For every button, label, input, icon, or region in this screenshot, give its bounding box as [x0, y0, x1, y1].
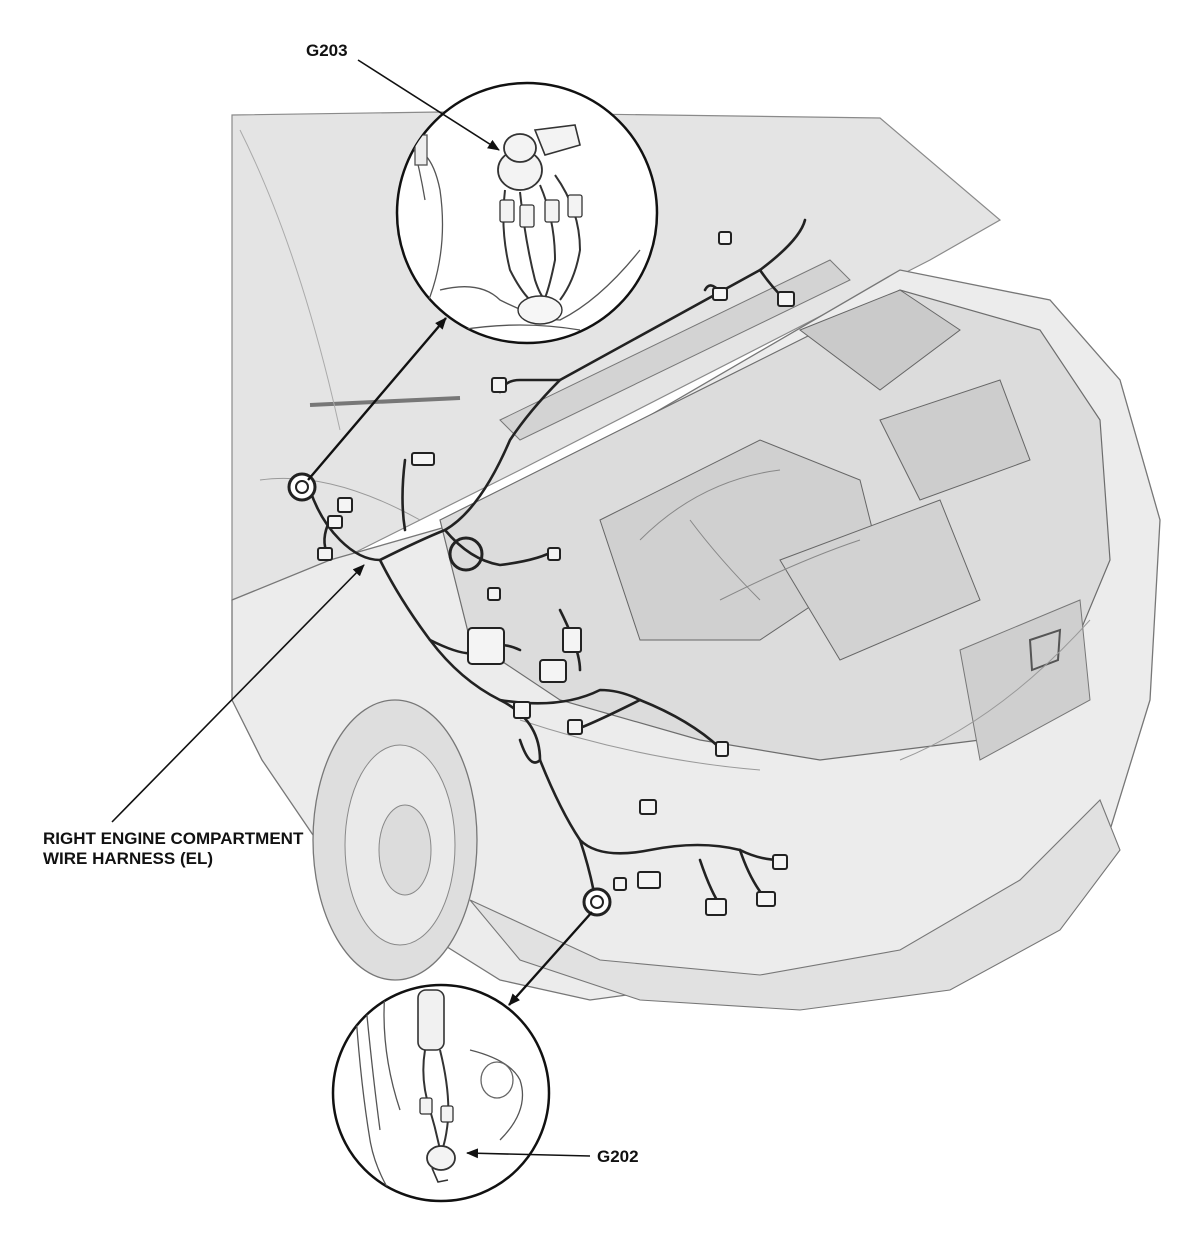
g202-detail-view: [331, 983, 551, 1203]
g203-leader: [357, 59, 500, 151]
connector: [637, 871, 661, 889]
g203-detail-arrow: [307, 317, 447, 481]
connector: [639, 799, 657, 815]
connector: [756, 891, 776, 907]
g202-leader: [466, 1148, 591, 1159]
connector-relay: [467, 627, 505, 665]
connector: [562, 627, 582, 653]
grommet-marker: [448, 536, 484, 572]
connector: [317, 547, 333, 561]
connector: [715, 741, 729, 757]
connector: [772, 854, 788, 870]
harness-label-line1: RIGHT ENGINE COMPARTMENT: [43, 829, 304, 848]
connector: [327, 515, 343, 529]
g202-label: G202: [597, 1147, 639, 1166]
connector: [411, 452, 435, 466]
leader-lines: [111, 59, 593, 1159]
connector: [513, 701, 531, 719]
harness-label-line2: WIRE HARNESS (EL): [43, 849, 213, 868]
vehicle-body: [231, 111, 1161, 1011]
connector: [777, 291, 795, 307]
connector: [718, 231, 732, 245]
connector: [539, 659, 567, 683]
ground-point-g202-marker: [582, 887, 612, 917]
ground-point-markers: [287, 472, 612, 917]
connector: [613, 877, 627, 891]
g202-detail-arrow: [508, 911, 593, 1006]
connector: [712, 287, 728, 301]
connector: [337, 497, 353, 513]
connector: [491, 377, 507, 393]
g203-label: G203: [306, 41, 348, 60]
connector: [487, 587, 501, 601]
connector: [705, 898, 727, 916]
connector: [567, 719, 583, 735]
ground-point-g203-marker: [287, 472, 317, 502]
connector: [547, 547, 561, 561]
harness-label: RIGHT ENGINE COMPARTMENT WIRE HARNESS (E…: [43, 829, 303, 869]
g203-detail-view: [395, 81, 659, 345]
harness-connectors: [317, 231, 795, 916]
harness-leader: [111, 564, 365, 823]
